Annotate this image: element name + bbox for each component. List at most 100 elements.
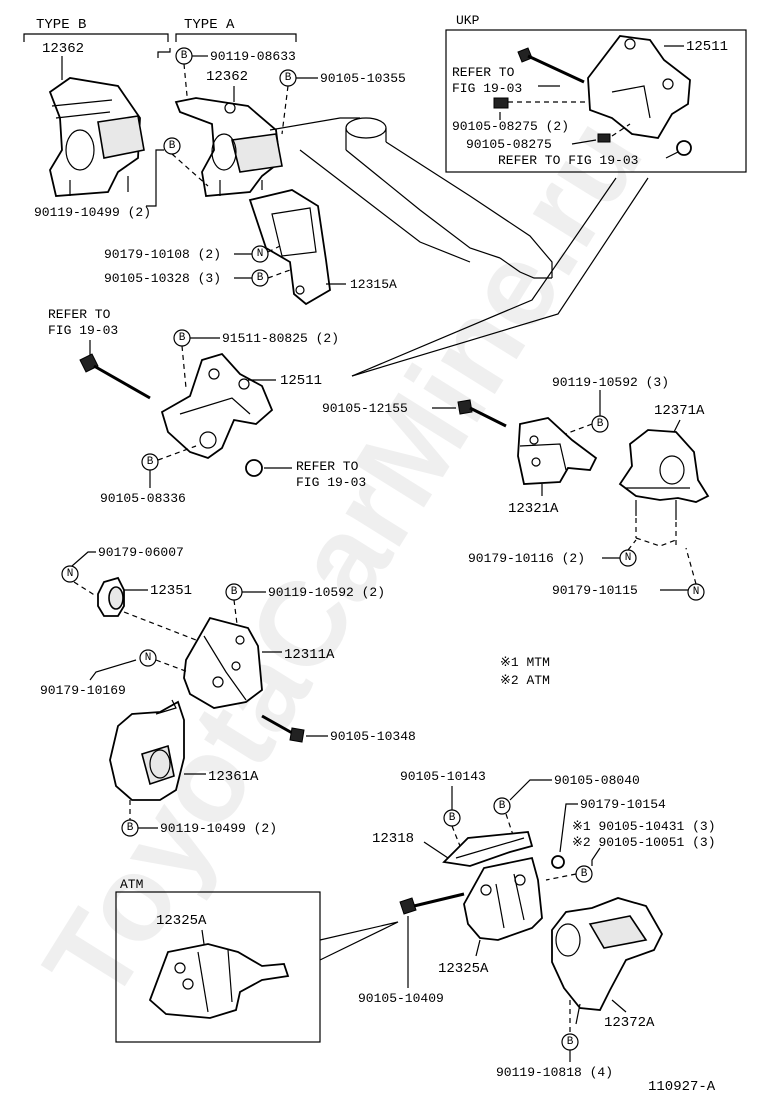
atm-box: [115, 891, 321, 1043]
svg-text:N: N: [693, 586, 700, 598]
refer-3-line2: FIG 19-03: [48, 323, 118, 338]
type-a-header: TYPE A: [184, 17, 235, 33]
badge-nut-90179-06007: N: [61, 565, 79, 583]
part-label-12325A: 12325A: [438, 961, 489, 977]
badge-bolt-90119-08633: B: [175, 47, 193, 65]
part-label-90119-10592-2: 90119-10592 (2): [268, 585, 385, 600]
ukp-bolt-small: [597, 133, 611, 143]
bracket-12315A: [248, 189, 331, 306]
part-label-90179-10115: 90179-10115: [552, 583, 638, 598]
badge-bolt-90105-10143: B: [443, 809, 461, 827]
badge-nut-90179-10116: N: [619, 549, 637, 567]
part-label-12511: 12511: [280, 373, 322, 389]
badge-bolt-90105-10431: B: [575, 865, 593, 883]
part-label-90179-06007: 90179-06007: [98, 545, 184, 560]
bolt-90105-10409: [399, 892, 465, 915]
part-label-90179-10154: 90179-10154: [580, 797, 666, 812]
badge-bolt-90119-10818: B: [561, 1033, 579, 1051]
engine-mount-type-b: [48, 77, 145, 197]
part-label-90119-10818: 90119-10818 (4): [496, 1065, 613, 1080]
ukp-refer-1-line1: REFER TO: [452, 65, 515, 80]
part-label-90105-10431: ※1 90105-10431 (3): [572, 819, 716, 834]
atm-header: ATM: [120, 877, 143, 892]
svg-text:B: B: [127, 822, 134, 834]
svg-text:B: B: [181, 50, 188, 62]
svg-text:B: B: [567, 1036, 574, 1048]
bracket-12325A: [463, 856, 543, 941]
bolt-12511-long: [79, 353, 151, 400]
badge-bolt-90105-10355: B: [279, 69, 297, 87]
badge-bolt-90105-08040: B: [493, 797, 511, 815]
ukp-header: UKP: [456, 13, 480, 28]
part-label-90179-10116: 90179-10116 (2): [468, 551, 585, 566]
badge-nut-90179-10169: N: [139, 649, 157, 667]
ukp-part-label-12511: 12511: [686, 39, 728, 55]
svg-text:B: B: [257, 272, 264, 284]
part-label-12311A: 12311A: [284, 647, 335, 663]
bracket-12311A: [183, 616, 263, 709]
part-label-90119-10499-top: 90119-10499 (2): [34, 205, 151, 220]
bolt-90105-12155: [457, 399, 507, 428]
badge-bolt-90105-10328: B: [251, 269, 269, 287]
ukp-nut-small: [493, 97, 509, 109]
part-label-90105-10348: 90105-10348: [330, 729, 416, 744]
bracket-12321A: [517, 417, 598, 485]
legend-atm: ※2 ATM: [500, 673, 550, 688]
bolt-90105-10348: [261, 714, 305, 743]
part-label-90105-10051: ※2 90105-10051 (3): [572, 835, 716, 850]
badge-bolt-90119-10592-2: B: [225, 583, 243, 601]
svg-text:B: B: [179, 332, 186, 344]
part-label-90105-10143: 90105-10143: [400, 769, 486, 784]
svg-text:B: B: [169, 140, 176, 152]
part-label-90105-08040: 90105-08040: [554, 773, 640, 788]
badge-bolt-90119-10592-3: B: [591, 415, 609, 433]
svg-text:N: N: [625, 552, 632, 564]
part-label-12318: 12318: [372, 831, 414, 847]
refer-3-line1: REFER TO: [48, 307, 111, 322]
part-label-12321A: 12321A: [508, 501, 559, 517]
badge-nut-90179-10115: N: [687, 583, 705, 601]
ukp-nut: [676, 140, 692, 156]
ukp-bracket-12511: [587, 35, 691, 139]
ukp-refer-1-line2: FIG 19-03: [452, 81, 522, 96]
part-label-90179-10169: 90179-10169: [40, 683, 126, 698]
part-label-12315A: 12315A: [350, 277, 397, 292]
svg-text:N: N: [67, 568, 74, 580]
part-label-90119-10592-3: 90119-10592 (3): [552, 375, 669, 390]
badge-nut-90179-10108: N: [251, 245, 269, 263]
bracket-12511: [160, 352, 274, 459]
ukp-box: [445, 29, 747, 173]
ukp-bolt: [517, 47, 585, 84]
svg-text:B: B: [147, 456, 154, 468]
part-label-12371A: 12371A: [654, 403, 705, 419]
svg-text:B: B: [285, 72, 292, 84]
part-label-12372A: 12372A: [604, 1015, 655, 1031]
part-label-12351: 12351: [150, 583, 192, 599]
badge-bolt-91511-80825: B: [173, 329, 191, 347]
part-label-12362-type-b: 12362: [42, 41, 84, 57]
part-label-12362-type-a: 12362: [206, 69, 248, 85]
ukp-label-90105-08275-2: 90105-08275 (2): [452, 119, 569, 134]
refer-4-line1: REFER TO: [296, 459, 359, 474]
engine-block-outline: [269, 117, 553, 279]
figure-number: 110927-A: [648, 1079, 716, 1095]
type-b-header: TYPE B: [36, 17, 86, 33]
legend-mtm: ※1 MTM: [500, 655, 550, 670]
ukp-label-90105-08275: 90105-08275: [466, 137, 552, 152]
engine-mount-12372A: [551, 897, 664, 1025]
engine-mount-12361A: [109, 699, 185, 801]
badge-bolt-90105-08336: B: [141, 453, 159, 471]
refer-4-line2: FIG 19-03: [296, 475, 366, 490]
engine-mount-type-a: [174, 97, 283, 197]
svg-text:B: B: [499, 800, 506, 812]
svg-text:B: B: [449, 812, 456, 824]
part-label-90105-10409: 90105-10409: [358, 991, 444, 1006]
nut-90179-10154: [551, 855, 565, 869]
part-label-90105-10328: 90105-10328 (3): [104, 271, 221, 286]
svg-text:B: B: [597, 418, 604, 430]
plate-12318: [442, 831, 534, 867]
part-label-90179-10108: 90179-10108 (2): [104, 247, 221, 262]
bushing-12351: [97, 576, 125, 617]
svg-text:B: B: [581, 868, 588, 880]
